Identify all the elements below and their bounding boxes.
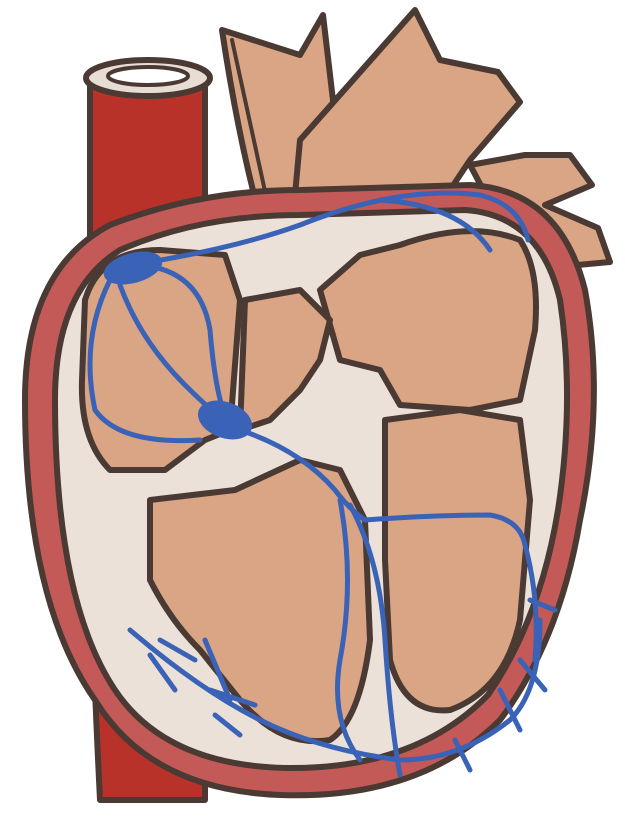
heart-conduction-diagram xyxy=(0,0,625,824)
heart-illustration xyxy=(0,0,625,824)
